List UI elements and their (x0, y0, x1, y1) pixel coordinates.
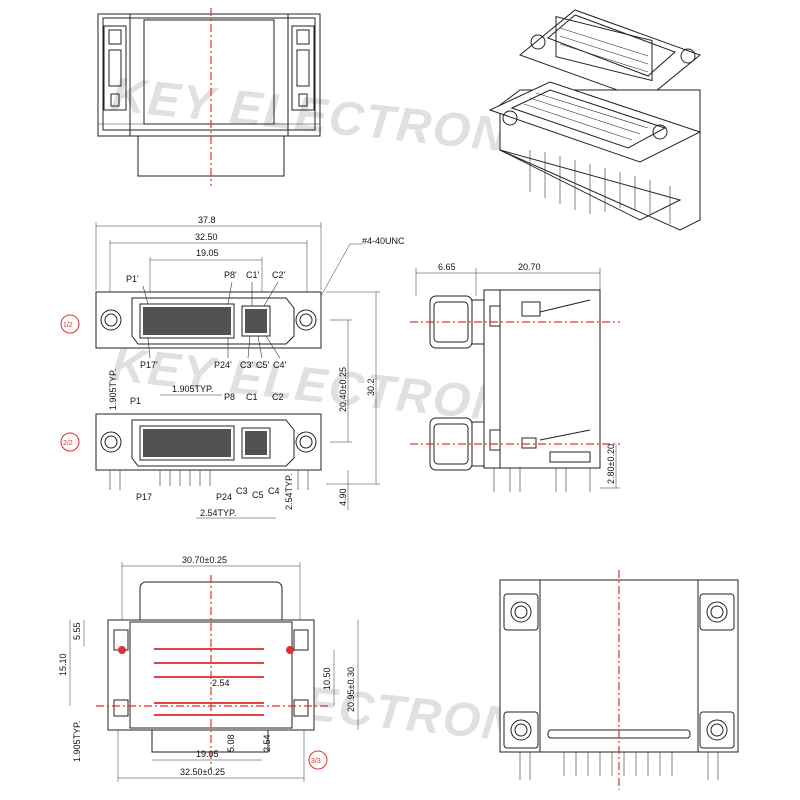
top-view (97, 8, 321, 186)
badge-lower: 2/2 (60, 432, 80, 452)
lower-label-c2: C2 (272, 392, 284, 402)
fp-dim-center-h: 2.54 (212, 678, 230, 688)
dim-bottom-offset: 4.90 (338, 488, 348, 506)
dim-analog-pitch-v: 2.54TYP. (284, 474, 294, 510)
lower-label-c5: C5 (252, 490, 264, 500)
dim-pitch-horizontal: 1.905TYP. (172, 384, 213, 394)
lower-label-p24: P24 (216, 492, 232, 502)
upper-label-c2: C2' (272, 270, 286, 280)
watermark-text-1: KEY ELECTRONIC (109, 68, 563, 168)
dim-pitch-mount: 32.50 (195, 232, 218, 242)
fp-dim-bottom-pitch: 1.905TYP. (72, 721, 82, 762)
badge-lower-text: 2/2 (63, 440, 73, 447)
footprint-pin-grid (154, 648, 264, 716)
lower-label-c1: C1 (246, 392, 258, 402)
dim-pitch-vertical: 1.905TYP. (108, 369, 118, 410)
front-view: 37.8 32.50 19.05 #4-40UNC P1' P8' C1' C2… (60, 215, 405, 519)
badge-footprint: 3/3 (308, 750, 328, 770)
side-dim-bottom: 2.80±0.20 (606, 444, 616, 484)
upper-label-c5: C5' (256, 360, 270, 370)
bottom-view (499, 570, 739, 790)
dim-height-between: 20.40±0.25 (338, 367, 348, 412)
upper-label-c1: C1' (246, 270, 260, 280)
lower-label-p8: P8 (224, 392, 235, 402)
side-dim-left: 6.65 (438, 262, 456, 272)
dim-thread: #4-40UNC (362, 236, 405, 246)
dim-overall-width: 37.8 (198, 215, 216, 225)
upper-label-p8: P8' (224, 270, 237, 280)
lower-label-p1: P1 (130, 396, 141, 406)
upper-label-p24: P24' (214, 360, 232, 370)
side-view: 6.65 20.70 2.80±0.20 (410, 262, 620, 492)
upper-label-c4: C4' (273, 360, 287, 370)
upper-pin-grid (143, 307, 231, 335)
fp-dim-center-v: 5.08 (226, 734, 236, 752)
upper-label-c3: C3' (240, 360, 254, 370)
lower-label-c4: C4 (268, 486, 280, 496)
upper-label-p1: P1' (126, 274, 139, 284)
dim-overall-height: 30.2 (366, 378, 376, 396)
dim-analog-pitch-h: 2.54TYP. (200, 508, 236, 518)
dim-pin-span: 19.05 (196, 248, 219, 258)
fp-dim-right-outer: 20.95±0.30 (346, 667, 356, 712)
iso-view (488, 9, 702, 231)
fp-dim-right-inner: 10.50 (322, 667, 332, 690)
badge-upper-text: 1/2 (63, 322, 73, 329)
badge-footprint-text: 3/3 (311, 758, 321, 765)
fp-dim-left-height: 15.10 (58, 653, 68, 676)
lower-label-c3: C3 (236, 486, 248, 496)
fp-dim-top-left-v: 5.55 (72, 622, 82, 640)
lower-label-p17: P17 (136, 492, 152, 502)
lower-pin-grid (143, 429, 231, 457)
side-dim-right: 20.70 (518, 262, 541, 272)
upper-label-p17: P17' (140, 360, 158, 370)
fp-dim-bottom-width: 32.50±0.25 (180, 767, 225, 777)
fp-dim-right-v: 2.54 (262, 734, 272, 752)
fp-dim-top-width: 30.70±0.25 (182, 555, 227, 565)
footprint-view: 30.70±0.25 5.55 15.10 10.50 20.95±0.30 2… (58, 555, 359, 782)
fp-dim-bottom-span: 19.05 (196, 749, 219, 759)
badge-upper: 1/2 (60, 314, 80, 334)
